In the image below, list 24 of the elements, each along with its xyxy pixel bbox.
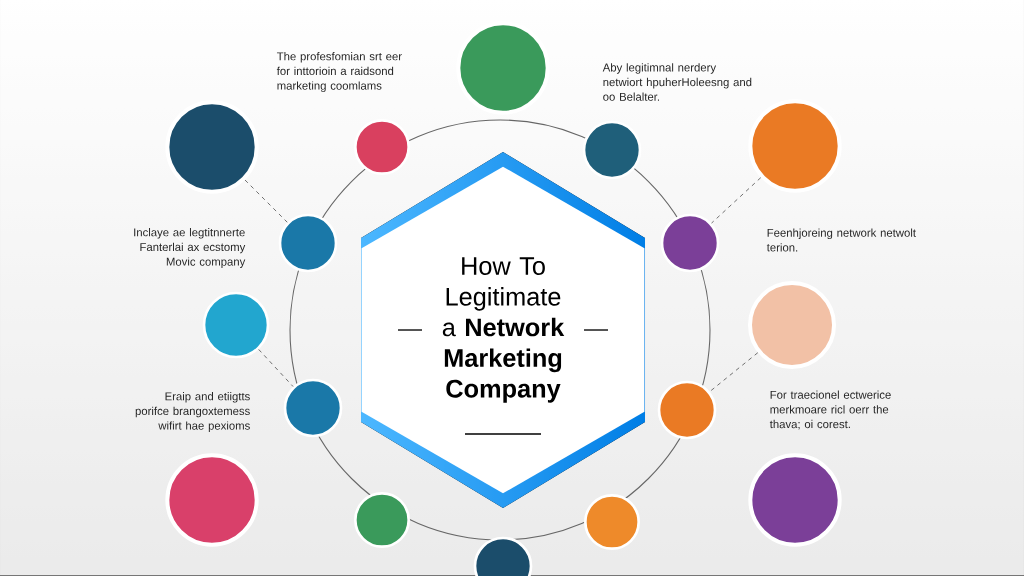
icon-circle [657, 380, 717, 440]
icon-circle [584, 494, 640, 550]
note-text: The profesfomian srt eer for inttorioin a raidsond marketing coomlams [276, 52, 402, 92]
icon-circle [748, 281, 836, 369]
icon-circle [283, 378, 343, 438]
icon-circle [354, 492, 410, 548]
connector-line [258, 348, 294, 387]
icon-circle [473, 536, 533, 576]
title-hexagon: How To Legitimate a Network Marketing Company [361, 166, 645, 494]
note-text: Aby legitimnal nerdery netwiort hpuherHoleesng and oo Belalter. [602, 63, 752, 101]
icon-circle [748, 453, 842, 547]
icon-circle [278, 213, 338, 273]
icon-circle [165, 453, 259, 547]
note-text: Inclaye ae legtitnnerte Fanterlai ax ecstomy Movic company [134, 228, 246, 268]
note-text: For traecionel ectwerice merkmoare ricl oerr the thava; oi corest. [769, 390, 891, 430]
note-text: Eraip and etiigtts porifce brangoxtemess wifirt hae pexioms [135, 392, 250, 432]
icon-circle [660, 213, 720, 273]
connector-line [711, 177, 762, 224]
icon-circle [354, 119, 410, 175]
icon-circle [202, 291, 270, 359]
icon-circle [582, 120, 642, 180]
note-text: Feenhjoreing network netwolt terion. [766, 228, 916, 252]
connector-line [244, 179, 288, 223]
connector-line [709, 352, 759, 392]
